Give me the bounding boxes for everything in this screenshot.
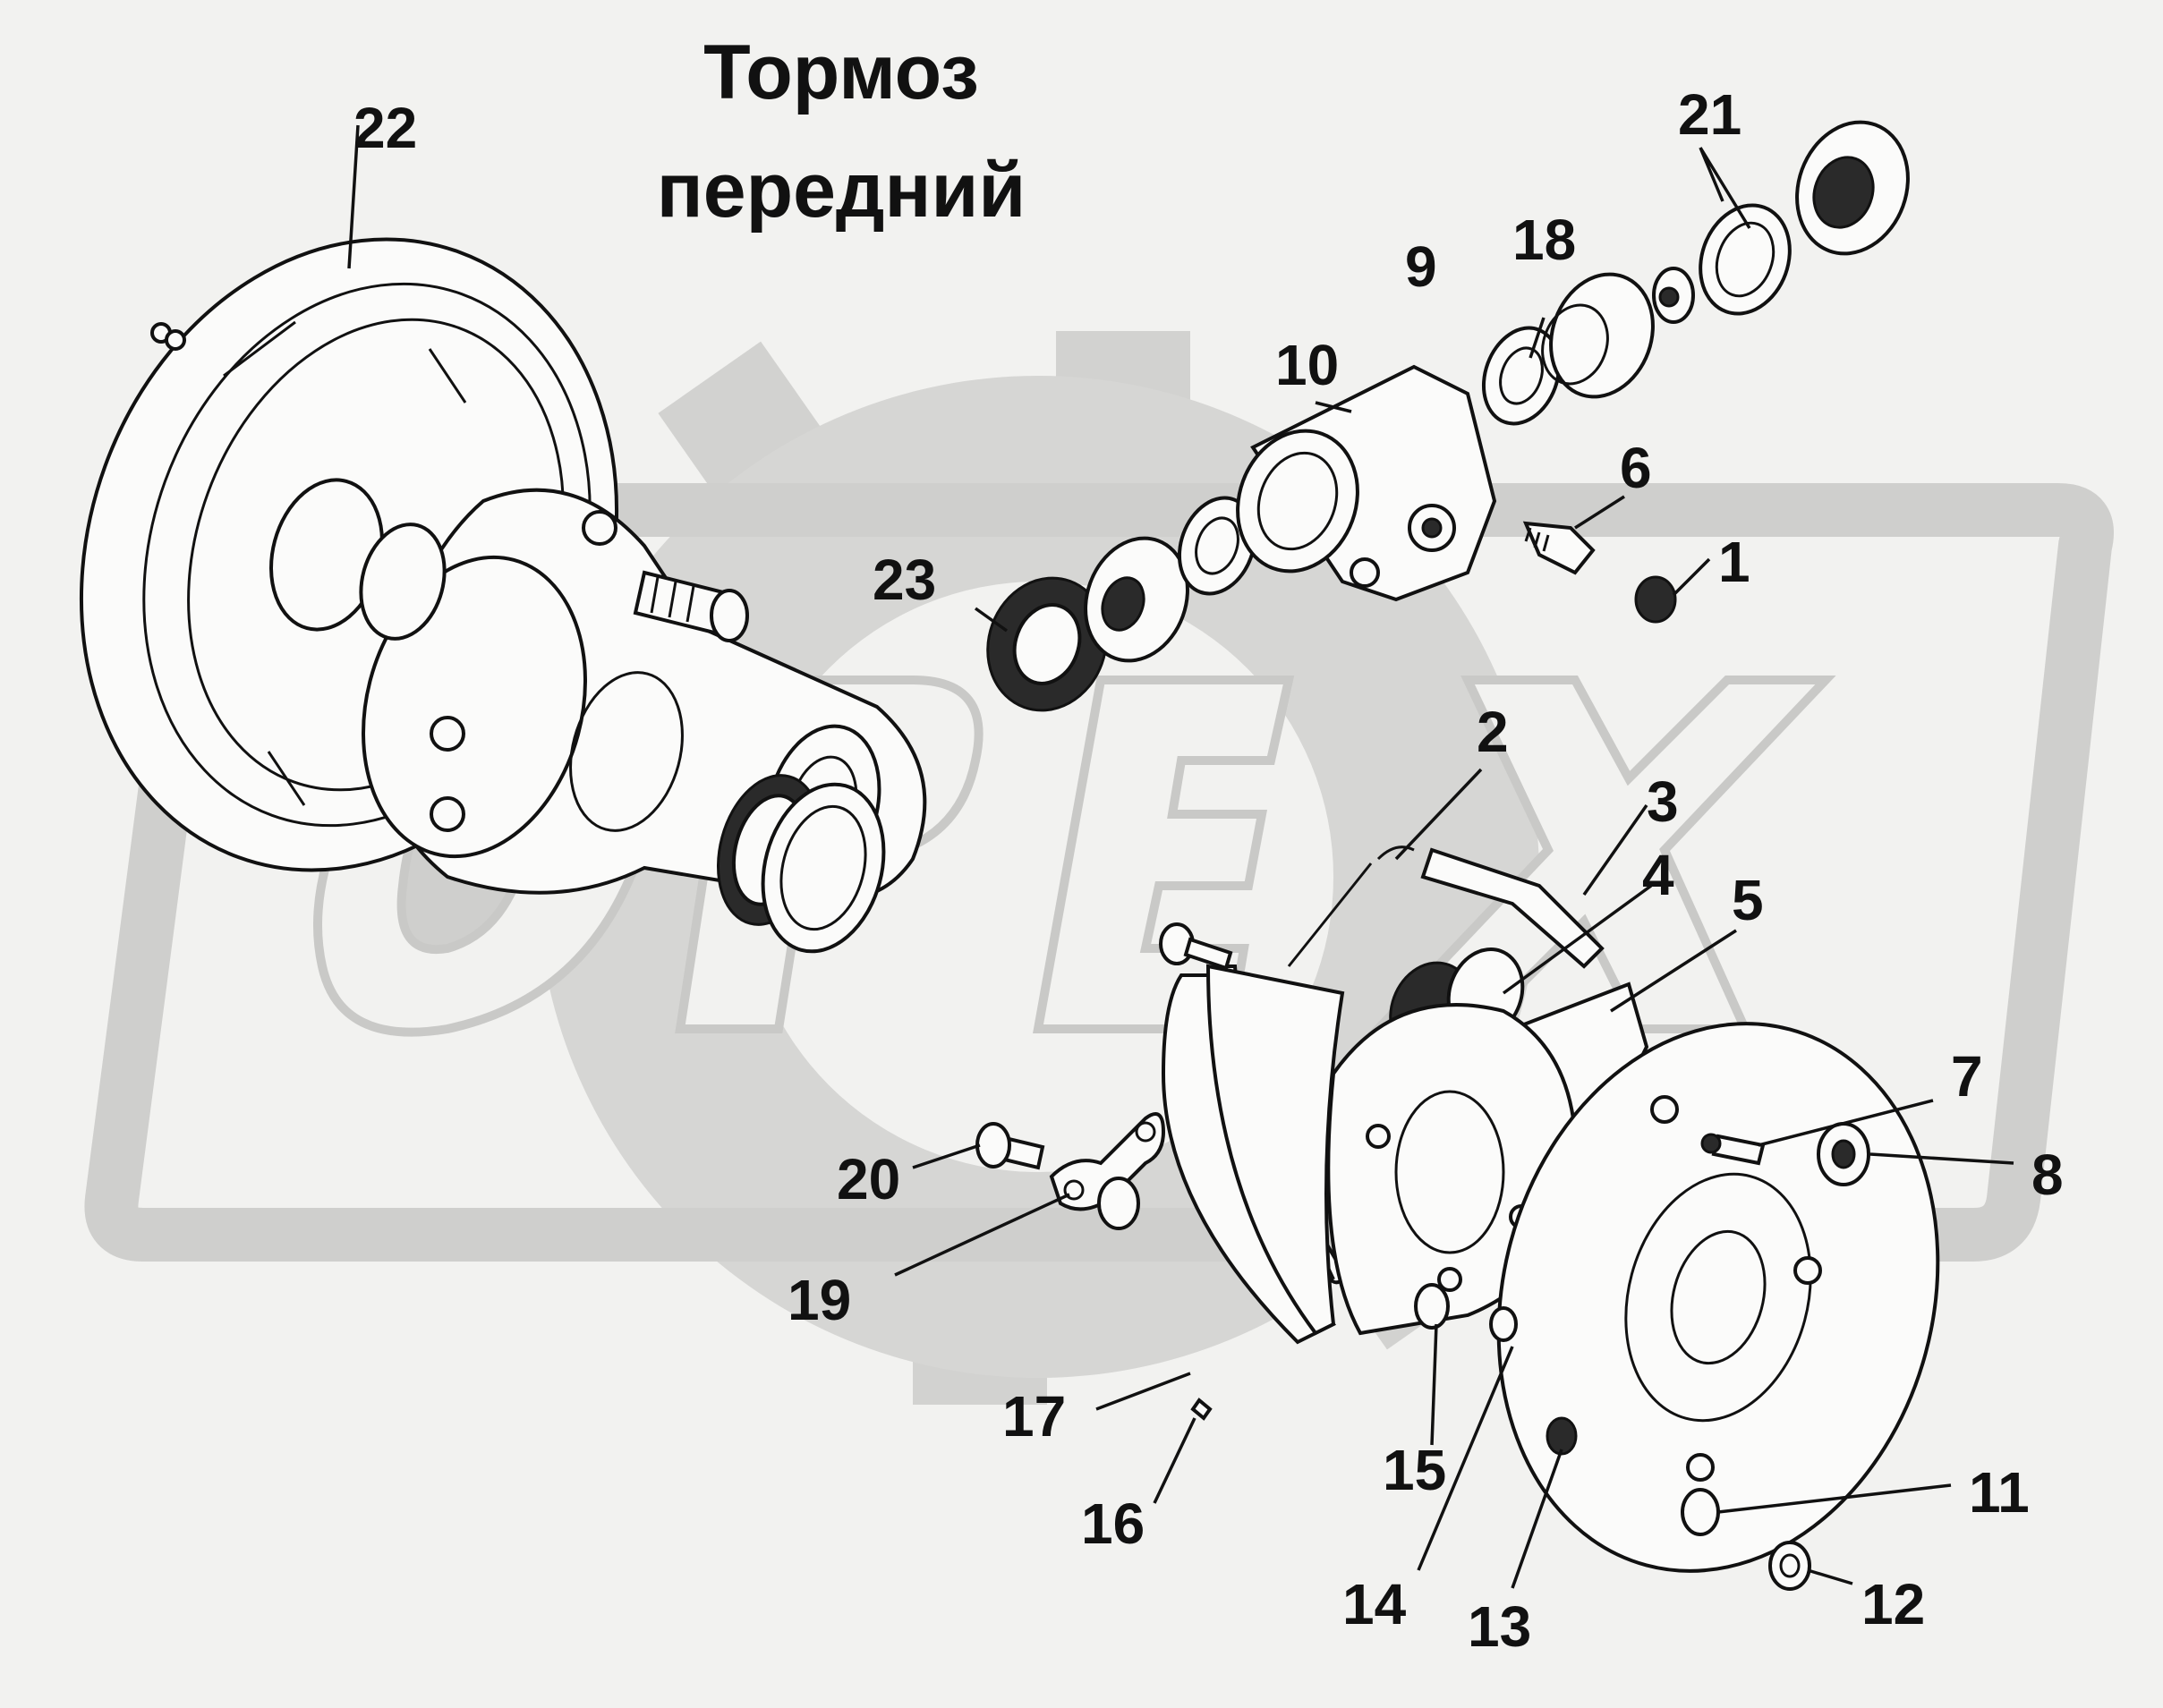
piston-left xyxy=(1084,536,1189,663)
link-plate-19 xyxy=(1049,1112,1166,1211)
piston-spring xyxy=(1652,267,1695,324)
callout-8: 8 xyxy=(2031,1143,2064,1207)
bleeder-valve-6 xyxy=(1522,521,1596,575)
callout-17: 17 xyxy=(1002,1384,1066,1449)
bolt-13 xyxy=(1546,1416,1578,1456)
callout-3: 3 xyxy=(1647,769,1679,834)
shoe-lever-3 xyxy=(1420,847,1605,969)
leader-lines xyxy=(347,124,2014,1589)
cylinder-end-plug xyxy=(1795,120,1910,256)
pin-16 xyxy=(1190,1398,1213,1421)
callout-13: 13 xyxy=(1468,1594,1531,1659)
callout-9: 9 xyxy=(1405,234,1437,299)
cylinder-seal-23 xyxy=(986,576,1108,712)
callout-labels: 1 2 3 4 5 6 7 8 9 10 11 12 13 14 15 16 1… xyxy=(353,82,2064,1659)
callout-4: 4 xyxy=(1642,843,1674,907)
screw-7 xyxy=(1700,1133,1766,1166)
brake-shoe xyxy=(1161,964,1345,1345)
nut-11 xyxy=(1681,1488,1720,1536)
callout-1: 1 xyxy=(1718,530,1750,594)
washer-14 xyxy=(1489,1306,1518,1342)
callout-14: 14 xyxy=(1342,1572,1407,1636)
piston-18 xyxy=(1541,272,1655,399)
callout-18: 18 xyxy=(1512,208,1576,272)
callout-16: 16 xyxy=(1081,1491,1145,1556)
callout-11: 11 xyxy=(1969,1460,2030,1525)
cup-left xyxy=(1177,496,1257,596)
callout-19: 19 xyxy=(788,1268,851,1332)
callout-6: 6 xyxy=(1620,436,1652,500)
callout-2: 2 xyxy=(1477,700,1509,764)
wheel-cylinder xyxy=(1236,364,1497,602)
diagram-title-line1: Тормоз xyxy=(703,30,979,115)
callout-20: 20 xyxy=(837,1147,900,1211)
bleeder-cap-1 xyxy=(1634,575,1677,624)
callout-23: 23 xyxy=(873,548,936,612)
nut-12 xyxy=(1768,1541,1811,1591)
bolt-shoe-top xyxy=(1159,922,1233,971)
diagram-title-line2: передний xyxy=(656,148,1026,234)
dust-boots-21 xyxy=(1699,203,1792,316)
callout-7: 7 xyxy=(1951,1044,1983,1109)
bolt-20 xyxy=(975,1122,1045,1170)
callout-5: 5 xyxy=(1732,868,1764,932)
callout-21: 21 xyxy=(1678,82,1741,147)
wheel-stud xyxy=(633,570,749,642)
hub-seals xyxy=(716,774,886,954)
callout-15: 15 xyxy=(1383,1438,1446,1502)
nut-8 xyxy=(1817,1122,1870,1186)
callout-22: 22 xyxy=(353,96,417,160)
washer-15 xyxy=(1414,1283,1450,1330)
callout-10: 10 xyxy=(1275,333,1339,397)
washer-shoe xyxy=(1097,1177,1140,1230)
return-spring-2 xyxy=(1287,846,1415,967)
callout-12: 12 xyxy=(1861,1572,1925,1636)
